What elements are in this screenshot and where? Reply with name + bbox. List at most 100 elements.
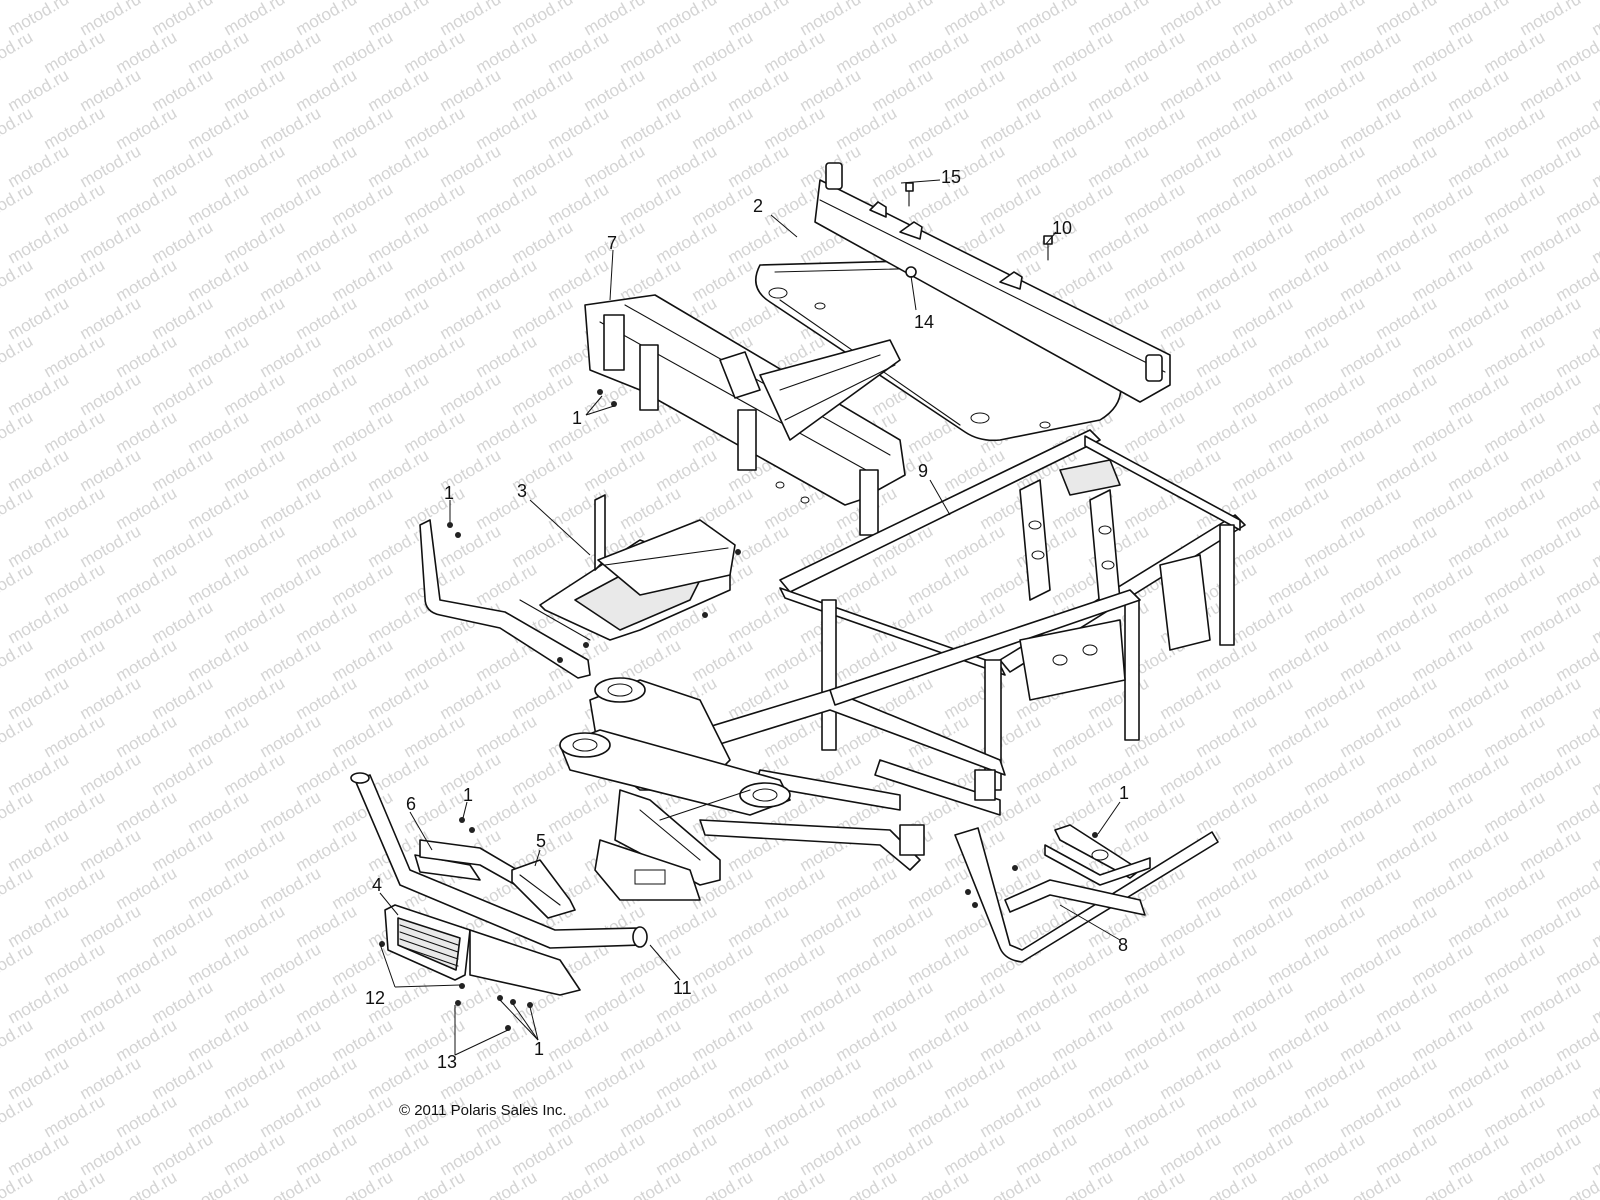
watermark-text: motod.ru bbox=[5, 293, 73, 343]
watermark-text: motod.ru bbox=[653, 1129, 721, 1179]
callout-11: 11 bbox=[673, 978, 692, 998]
watermark-text: motod.ru bbox=[1301, 749, 1369, 799]
watermark-text: motod.ru bbox=[1265, 483, 1333, 533]
watermark-text: motod.ru bbox=[1481, 27, 1549, 77]
watermark-text: motod.ru bbox=[185, 331, 253, 381]
watermark-text: motod.ru bbox=[1517, 141, 1585, 191]
watermark-text: motod.ru bbox=[617, 179, 685, 229]
watermark-text: motod.ru bbox=[1013, 1129, 1081, 1179]
watermark-text: motod.ru bbox=[1265, 407, 1333, 457]
watermark-text: motod.ru bbox=[1409, 103, 1477, 153]
part-15-bolt bbox=[905, 182, 914, 207]
watermark-text: motod.ru bbox=[437, 369, 505, 419]
watermark-text: motod.ru bbox=[221, 597, 289, 647]
watermark-text: motod.ru bbox=[401, 255, 469, 305]
watermark-text: motod.ru bbox=[1229, 1053, 1297, 1103]
watermark-text: motod.ru bbox=[0, 179, 36, 229]
watermark-text: motod.ru bbox=[1481, 1015, 1549, 1065]
watermark-text: motod.ru bbox=[293, 141, 361, 191]
watermark-text: motod.ru bbox=[41, 559, 109, 609]
watermark-text: motod.ru bbox=[1049, 1091, 1117, 1141]
watermark-text: motod.ru bbox=[185, 103, 253, 153]
watermark-text: motod.ru bbox=[1517, 521, 1585, 571]
watermark-text: motod.ru bbox=[41, 255, 109, 305]
part-10-bolt bbox=[1043, 235, 1053, 261]
watermark-text: motod.ru bbox=[653, 901, 721, 951]
watermark-text: motod.ru bbox=[1193, 255, 1261, 305]
watermark-text: motod.ru bbox=[689, 1167, 757, 1200]
watermark-text: motod.ru bbox=[1085, 65, 1153, 115]
watermark-text: motod.ru bbox=[1337, 939, 1405, 989]
watermark-text: motod.ru bbox=[725, 217, 793, 267]
watermark-text: motod.ru bbox=[1337, 787, 1405, 837]
watermark-text: motod.ru bbox=[5, 901, 73, 951]
watermark-text: motod.ru bbox=[41, 863, 109, 913]
watermark-text: motod.ru bbox=[1445, 749, 1513, 799]
leader-lines bbox=[379, 179, 1121, 1056]
watermark-text: motod.ru bbox=[833, 103, 901, 153]
watermark-text: motod.ru bbox=[1337, 1015, 1405, 1065]
watermark-text: motod.ru bbox=[293, 977, 361, 1027]
watermark-text: motod.ru bbox=[1337, 27, 1405, 77]
part-8-right-floor-frame bbox=[954, 824, 1219, 963]
watermark-text: motod.ru bbox=[401, 407, 469, 457]
watermark-text: motod.ru bbox=[1301, 521, 1369, 571]
watermark-text: motod.ru bbox=[5, 597, 73, 647]
watermark-text: motod.ru bbox=[0, 711, 36, 761]
callout-2: 2 bbox=[753, 196, 763, 216]
watermark-text: motod.ru bbox=[1265, 27, 1333, 77]
watermark-text: motod.ru bbox=[1589, 293, 1600, 343]
callout-1-grille: 1 bbox=[534, 1039, 544, 1059]
watermark-text: motod.ru bbox=[1121, 1167, 1189, 1200]
watermark-text: motod.ru bbox=[689, 179, 757, 229]
watermark-text: motod.ru bbox=[113, 179, 181, 229]
watermark-text: motod.ru bbox=[797, 1053, 865, 1103]
watermark-text: motod.ru bbox=[869, 65, 937, 115]
watermark-text: motod.ru bbox=[1265, 711, 1333, 761]
watermark-text: motod.ru bbox=[257, 711, 325, 761]
watermark-text: motod.ru bbox=[905, 1091, 973, 1141]
watermark-text: motod.ru bbox=[689, 1015, 757, 1065]
watermark-text: motod.ru bbox=[1589, 65, 1600, 115]
watermark-text: motod.ru bbox=[1157, 65, 1225, 115]
watermark-text: motod.ru bbox=[113, 635, 181, 685]
watermark-text: motod.ru bbox=[77, 521, 145, 571]
watermark-text: motod.ru bbox=[437, 521, 505, 571]
watermark-text: motod.ru bbox=[1445, 445, 1513, 495]
part-3-left-floor-frame bbox=[419, 494, 741, 679]
watermark-text: motod.ru bbox=[365, 293, 433, 343]
copyright-text: © 2011 Polaris Sales Inc. bbox=[399, 1102, 567, 1119]
watermark-text: motod.ru bbox=[1517, 65, 1585, 115]
watermark-text: motod.ru bbox=[329, 179, 397, 229]
watermark-text: motod.ru bbox=[1481, 407, 1549, 457]
watermark-text: motod.ru bbox=[689, 255, 757, 305]
watermark-text: motod.ru bbox=[1445, 521, 1513, 571]
watermark-text: motod.ru bbox=[1589, 825, 1600, 875]
watermark-text: motod.ru bbox=[0, 1167, 36, 1200]
watermark-text: motod.ru bbox=[41, 635, 109, 685]
watermark-text: motod.ru bbox=[1445, 901, 1513, 951]
watermark-text: motod.ru bbox=[257, 103, 325, 153]
watermark-text: motod.ru bbox=[1589, 1129, 1600, 1179]
watermark-text: motod.ru bbox=[0, 0, 36, 1]
watermark-text: motod.ru bbox=[1481, 331, 1549, 381]
watermark-text: motod.ru bbox=[473, 27, 541, 77]
watermark-text: motod.ru bbox=[257, 1015, 325, 1065]
watermark-text: motod.ru bbox=[257, 27, 325, 77]
callout-13: 13 bbox=[437, 1052, 457, 1072]
watermark-text: motod.ru bbox=[437, 293, 505, 343]
watermark-text: motod.ru bbox=[1481, 787, 1549, 837]
watermark-text: motod.ru bbox=[509, 1129, 577, 1179]
watermark-text: motod.ru bbox=[1229, 141, 1297, 191]
watermark-text: motod.ru bbox=[509, 369, 577, 419]
watermark-text: motod.ru bbox=[1373, 673, 1441, 723]
watermark-text: motod.ru bbox=[1121, 939, 1189, 989]
part-6-front-bumper bbox=[350, 772, 648, 949]
watermark-text: motod.ru bbox=[149, 749, 217, 799]
watermark-text: motod.ru bbox=[761, 939, 829, 989]
watermark-text: motod.ru bbox=[41, 407, 109, 457]
watermark-text: motod.ru bbox=[1337, 103, 1405, 153]
watermark-text: motod.ru bbox=[1193, 1167, 1261, 1200]
watermark-text: motod.ru bbox=[941, 1129, 1009, 1179]
watermark-text: motod.ru bbox=[5, 977, 73, 1027]
